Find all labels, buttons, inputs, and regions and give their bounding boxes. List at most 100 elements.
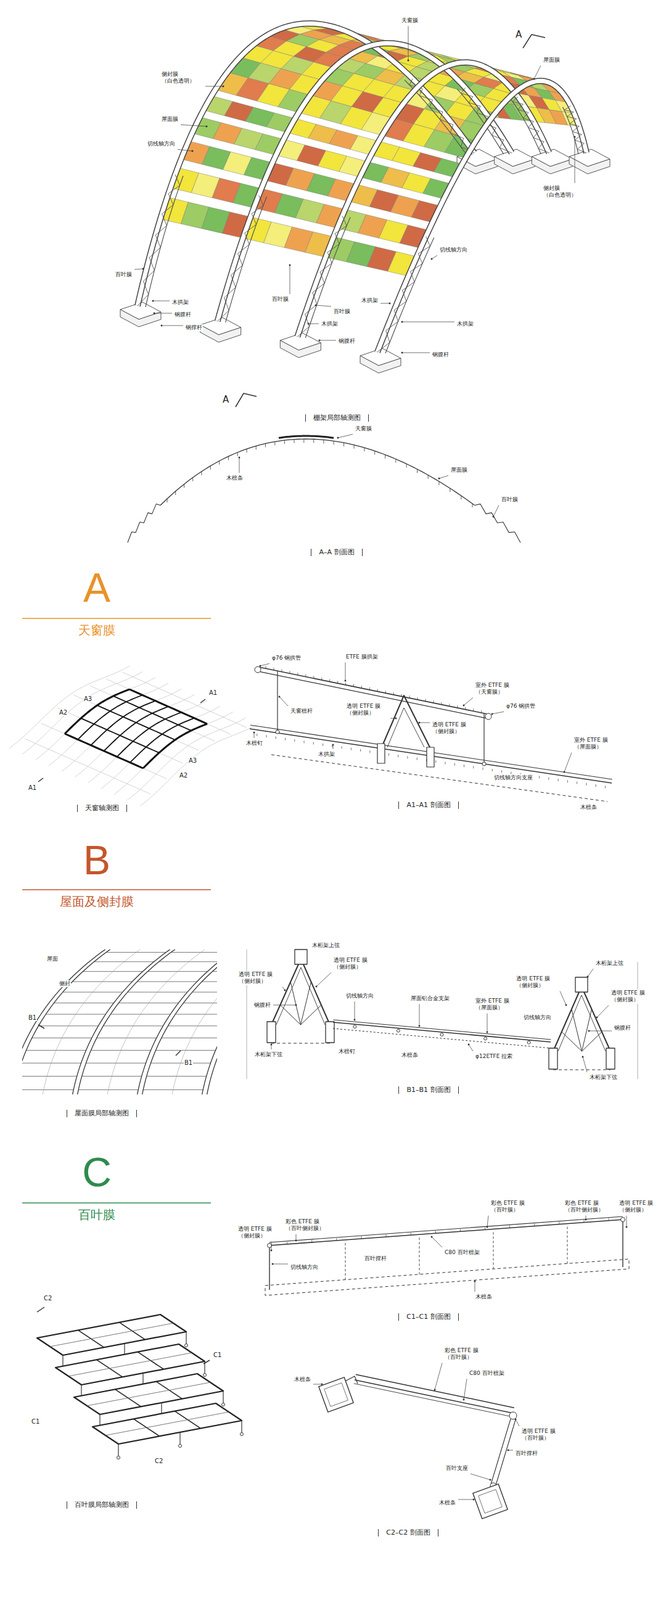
timber-purlin	[237, 452, 239, 457]
leader-line	[419, 1003, 420, 1027]
leader-dot	[253, 731, 255, 734]
part-label: 木檩条	[579, 804, 598, 811]
timber-purlin	[318, 1377, 354, 1413]
hatch	[353, 684, 354, 687]
hatch	[266, 735, 268, 738]
joint-symbol	[440, 1033, 444, 1037]
leader-line	[134, 268, 144, 270]
joint-symbol	[482, 762, 486, 766]
leader-line	[582, 1056, 588, 1073]
steel-web	[217, 195, 264, 322]
hatch	[281, 669, 283, 673]
membrane-seam	[170, 949, 218, 1095]
louver-strut	[495, 1420, 516, 1486]
leader-dot	[468, 1044, 470, 1046]
roof-membrane	[333, 1019, 551, 1040]
timber-purlin	[255, 445, 257, 450]
leader-dot	[271, 1263, 274, 1265]
part-label: 钢腹杆	[253, 1002, 272, 1009]
joint-symbol	[353, 1025, 357, 1029]
hatch	[433, 700, 435, 703]
hatch	[369, 687, 370, 691]
roof-membrane	[160, 439, 475, 506]
hatch	[501, 770, 502, 773]
timber-purlin	[210, 466, 211, 470]
part-label: 室外 ETFE 膜 （屋面膜）	[573, 736, 617, 752]
louver-frame	[68, 1352, 192, 1377]
cut-mark: C1	[212, 1351, 222, 1359]
section-rule	[22, 1202, 211, 1204]
part-label: 天窗膜	[400, 17, 419, 25]
section-rule	[22, 617, 211, 620]
drawing-title: 天窗轴测图	[77, 804, 128, 813]
timber-arch	[70, 949, 179, 1095]
leader-dot	[563, 771, 565, 773]
part-label: 透明 ETFE 膜 （侧封膜）	[610, 989, 654, 1004]
leader-line	[273, 1005, 296, 1006]
drawing-title: A1–A1 剖面图	[398, 801, 459, 810]
section-mark	[38, 1024, 45, 1029]
leader-line	[458, 1499, 474, 1501]
leader-dot	[321, 1383, 323, 1386]
hatch	[265, 666, 267, 669]
part-label: 透明 ETFE 膜 （侧封膜）	[333, 957, 376, 972]
leader-line	[468, 1044, 473, 1052]
hatch	[313, 741, 314, 745]
louver-post	[622, 1219, 623, 1268]
leader-dot	[407, 59, 409, 62]
purlin	[161, 1037, 218, 1039]
timber-arch	[200, 949, 218, 1095]
timber-member	[426, 747, 435, 768]
hatch	[377, 689, 379, 692]
leader-dot	[418, 722, 420, 724]
leader-dot	[431, 258, 433, 260]
louver	[474, 503, 521, 543]
section-letter: C	[81, 1151, 113, 1193]
leader-dot	[486, 1226, 488, 1228]
steel-pipe	[485, 713, 492, 720]
hatch	[585, 783, 587, 786]
cut-mark: C2	[43, 1295, 53, 1302]
leader-line	[587, 968, 594, 977]
section-mark	[203, 1360, 210, 1365]
steel-web	[297, 215, 347, 337]
louver-frame	[105, 1412, 229, 1436]
joint-symbol	[267, 1243, 272, 1249]
leader-line	[319, 340, 337, 342]
leader-dot	[491, 713, 493, 715]
leader-dot	[295, 1004, 297, 1006]
part-label: 木拱架	[456, 320, 475, 328]
part-label: 屋面膜	[450, 466, 469, 474]
timber-purlin	[265, 1259, 629, 1296]
leader-lines	[134, 25, 628, 1501]
leader-dot	[160, 324, 163, 327]
concrete-footing	[120, 309, 161, 327]
joint-symbol	[396, 1029, 400, 1033]
hatch	[361, 685, 362, 689]
joint-symbol	[240, 1433, 244, 1437]
part-label: 切线轴方向支座	[493, 774, 534, 782]
hatch	[472, 708, 474, 712]
hatch	[360, 749, 361, 752]
leader-dot	[337, 437, 339, 439]
part-label: 木桁架下弦	[254, 1051, 284, 1059]
hatch	[409, 695, 411, 699]
bottom-chord	[271, 1043, 330, 1045]
cut-mark: A1	[27, 784, 37, 792]
part-label: C80 百叶檩架	[468, 1370, 506, 1378]
steel-web	[509, 98, 541, 155]
roof-axonometric-marks	[38, 1024, 181, 1056]
timber-arch	[297, 62, 549, 337]
leader-line	[152, 300, 170, 302]
leader-line	[470, 1473, 491, 1480]
steel-web	[512, 96, 549, 153]
hatch	[322, 743, 324, 747]
part-label: φ76 钢拱管	[505, 703, 536, 710]
leader-dot	[474, 1280, 476, 1283]
drawing-title: A–A 剖面图	[310, 548, 362, 557]
leader-dot	[585, 1219, 587, 1221]
leader-line	[260, 663, 270, 666]
hatch	[567, 780, 568, 783]
part-label: 天窗檩杆	[289, 707, 314, 715]
